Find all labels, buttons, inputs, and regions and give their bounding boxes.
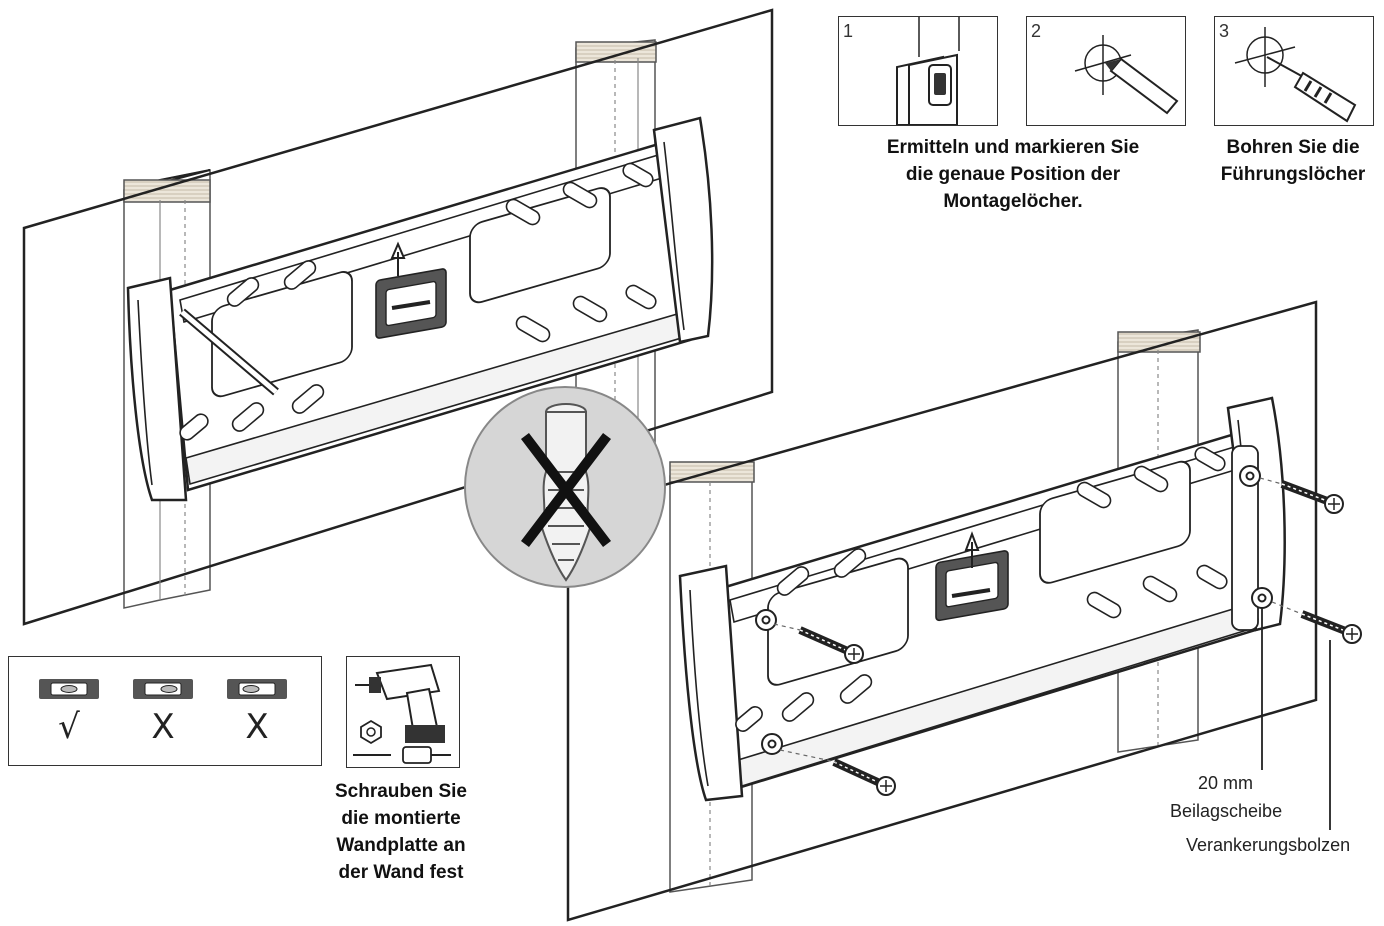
step-2-panel: 2 xyxy=(1026,16,1186,126)
stud-finder-icon xyxy=(896,17,960,125)
drill-bit-icon xyxy=(1234,27,1357,123)
no-plastic-dowel-sign xyxy=(464,386,666,588)
spirit-level-icon xyxy=(227,679,287,699)
right-wall-panel xyxy=(566,300,1318,922)
step-3-panel: 3 xyxy=(1214,16,1374,126)
step-2-number: 2 xyxy=(1031,21,1042,41)
anchor-bolts xyxy=(773,477,1362,796)
label-leaders xyxy=(1261,608,1331,830)
step-3-number: 3 xyxy=(1219,21,1230,41)
level-wrong-mark: X xyxy=(151,707,175,747)
level-wrong-mark: X xyxy=(245,707,269,747)
label-anchor-bolt: Verankerungsbolzen xyxy=(1186,835,1351,855)
level-check-panel: √ X X xyxy=(8,656,322,766)
pencil-mark-icon xyxy=(1074,35,1179,115)
caption-mark-positions: Ermitteln und markieren Sie die genaue P… xyxy=(886,137,1140,212)
tools-panel xyxy=(346,656,460,768)
power-drill-icon xyxy=(353,663,451,764)
spirit-level-icon xyxy=(39,679,99,699)
label-washer-size: 20 mm xyxy=(1198,773,1254,793)
cross-out-icon xyxy=(520,432,612,548)
step-1-panel: 1 xyxy=(838,16,998,126)
left-wall-scene xyxy=(22,8,774,626)
spirit-level-icon xyxy=(133,679,193,699)
right-wall-scene xyxy=(566,300,1362,922)
label-washer: Beilagscheibe xyxy=(1170,801,1283,821)
step-1-number: 1 xyxy=(843,21,854,41)
caption-screw-plate: Schrauben Sie die montierte Wandplatte a… xyxy=(335,781,467,883)
left-wall-panel xyxy=(22,8,774,626)
caption-drill-holes: Bohren Sie die Führungslöcher xyxy=(1220,137,1366,185)
left-wall-bracket xyxy=(126,116,714,502)
level-ok-check: √ xyxy=(58,707,80,747)
right-wall-bracket xyxy=(678,396,1286,802)
